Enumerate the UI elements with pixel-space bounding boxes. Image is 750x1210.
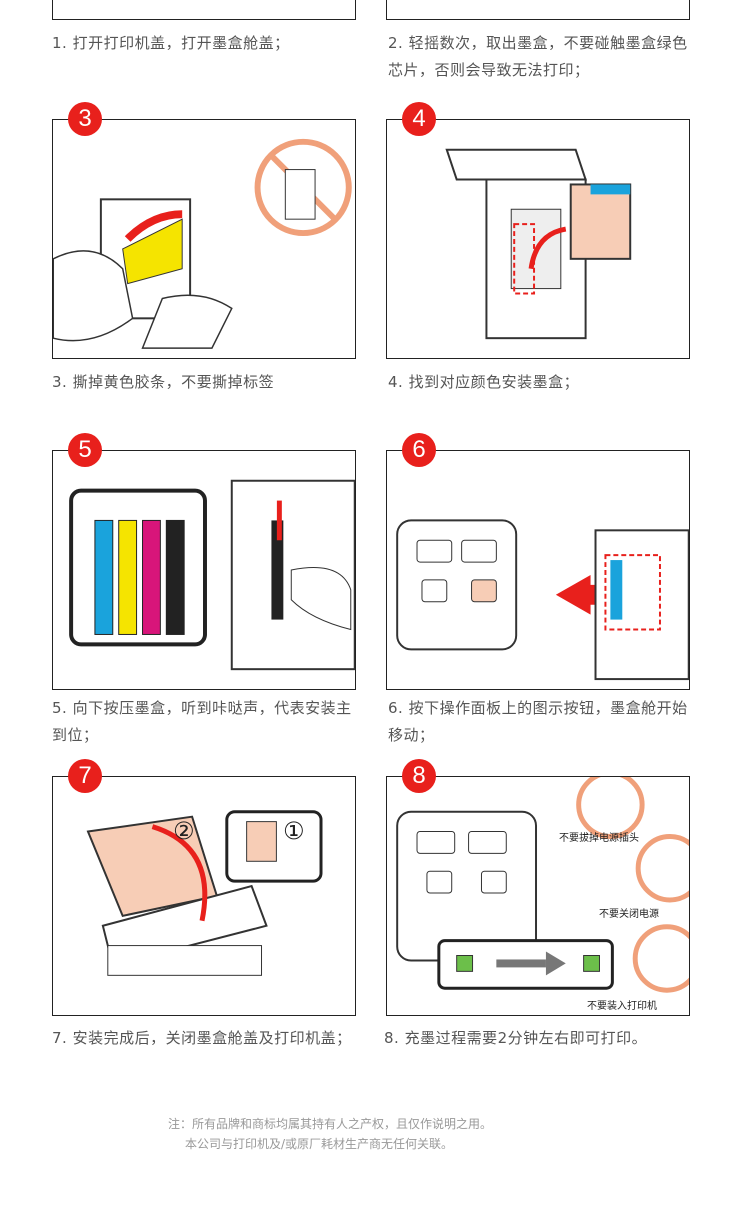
step-7-caption: 7. 安装完成后，关闭墨盒舱盖及打印机盖； [52, 1029, 352, 1047]
step-3-illustration [52, 119, 356, 359]
step-8-badge: 8 [402, 759, 436, 793]
step-5-illustration [52, 450, 356, 690]
step-2-illustration [386, 0, 690, 20]
step-8-caption: 8. 充墨过程需要2分钟左右即可打印。 [384, 1029, 648, 1047]
step-7-illustration: ② ① [52, 776, 356, 1016]
step-6-badge: 6 [402, 433, 436, 467]
step-3-caption: 3. 撕掉黄色胶条，不要撕掉标签 [52, 373, 275, 391]
step-2-caption: 2. 轻摇数次，取出墨盒，不要碰触墨盒绿色芯片，否则会导致无法打印； [388, 34, 688, 79]
step-4-badge: 4 [402, 102, 436, 136]
step-4-caption: 4. 找到对应颜色安装墨盒； [388, 373, 580, 391]
step-7-badge: 7 [68, 759, 102, 793]
step-6-caption: 6. 按下操作面板上的图示按钮，墨盒舱开始移动； [388, 699, 688, 744]
step-8-illustration: 不要拔掉电源插头 不要关闭电源 不要装入打印机 [386, 776, 690, 1016]
footer-note-line-2: 本公司与打印机及/或原厂耗材生产商无任何关联。 [185, 1137, 454, 1151]
footer-note-line-1: 注：所有品牌和商标均属其持有人之产权，且仅作说明之用。 [168, 1117, 493, 1131]
warning-unplug: 不要拔掉电源插头 [559, 833, 639, 844]
warning-power-off: 不要关闭电源 [599, 909, 659, 920]
step-6-illustration [386, 450, 690, 690]
step-4-illustration [386, 119, 690, 359]
step-1-caption: 1. 打开打印机盖，打开墨盒舱盖； [52, 34, 290, 52]
warning-load-printer: 不要装入打印机 [587, 1001, 657, 1012]
step-7-label-2: ② [173, 817, 195, 845]
step-5-badge: 5 [68, 433, 102, 467]
step-5-caption: 5. 向下按压墨盒，听到咔哒声，代表安装主到位； [52, 699, 352, 744]
step-3-badge: 3 [68, 102, 102, 136]
step-1-illustration [52, 0, 356, 20]
step-7-label-1: ① [283, 817, 305, 845]
